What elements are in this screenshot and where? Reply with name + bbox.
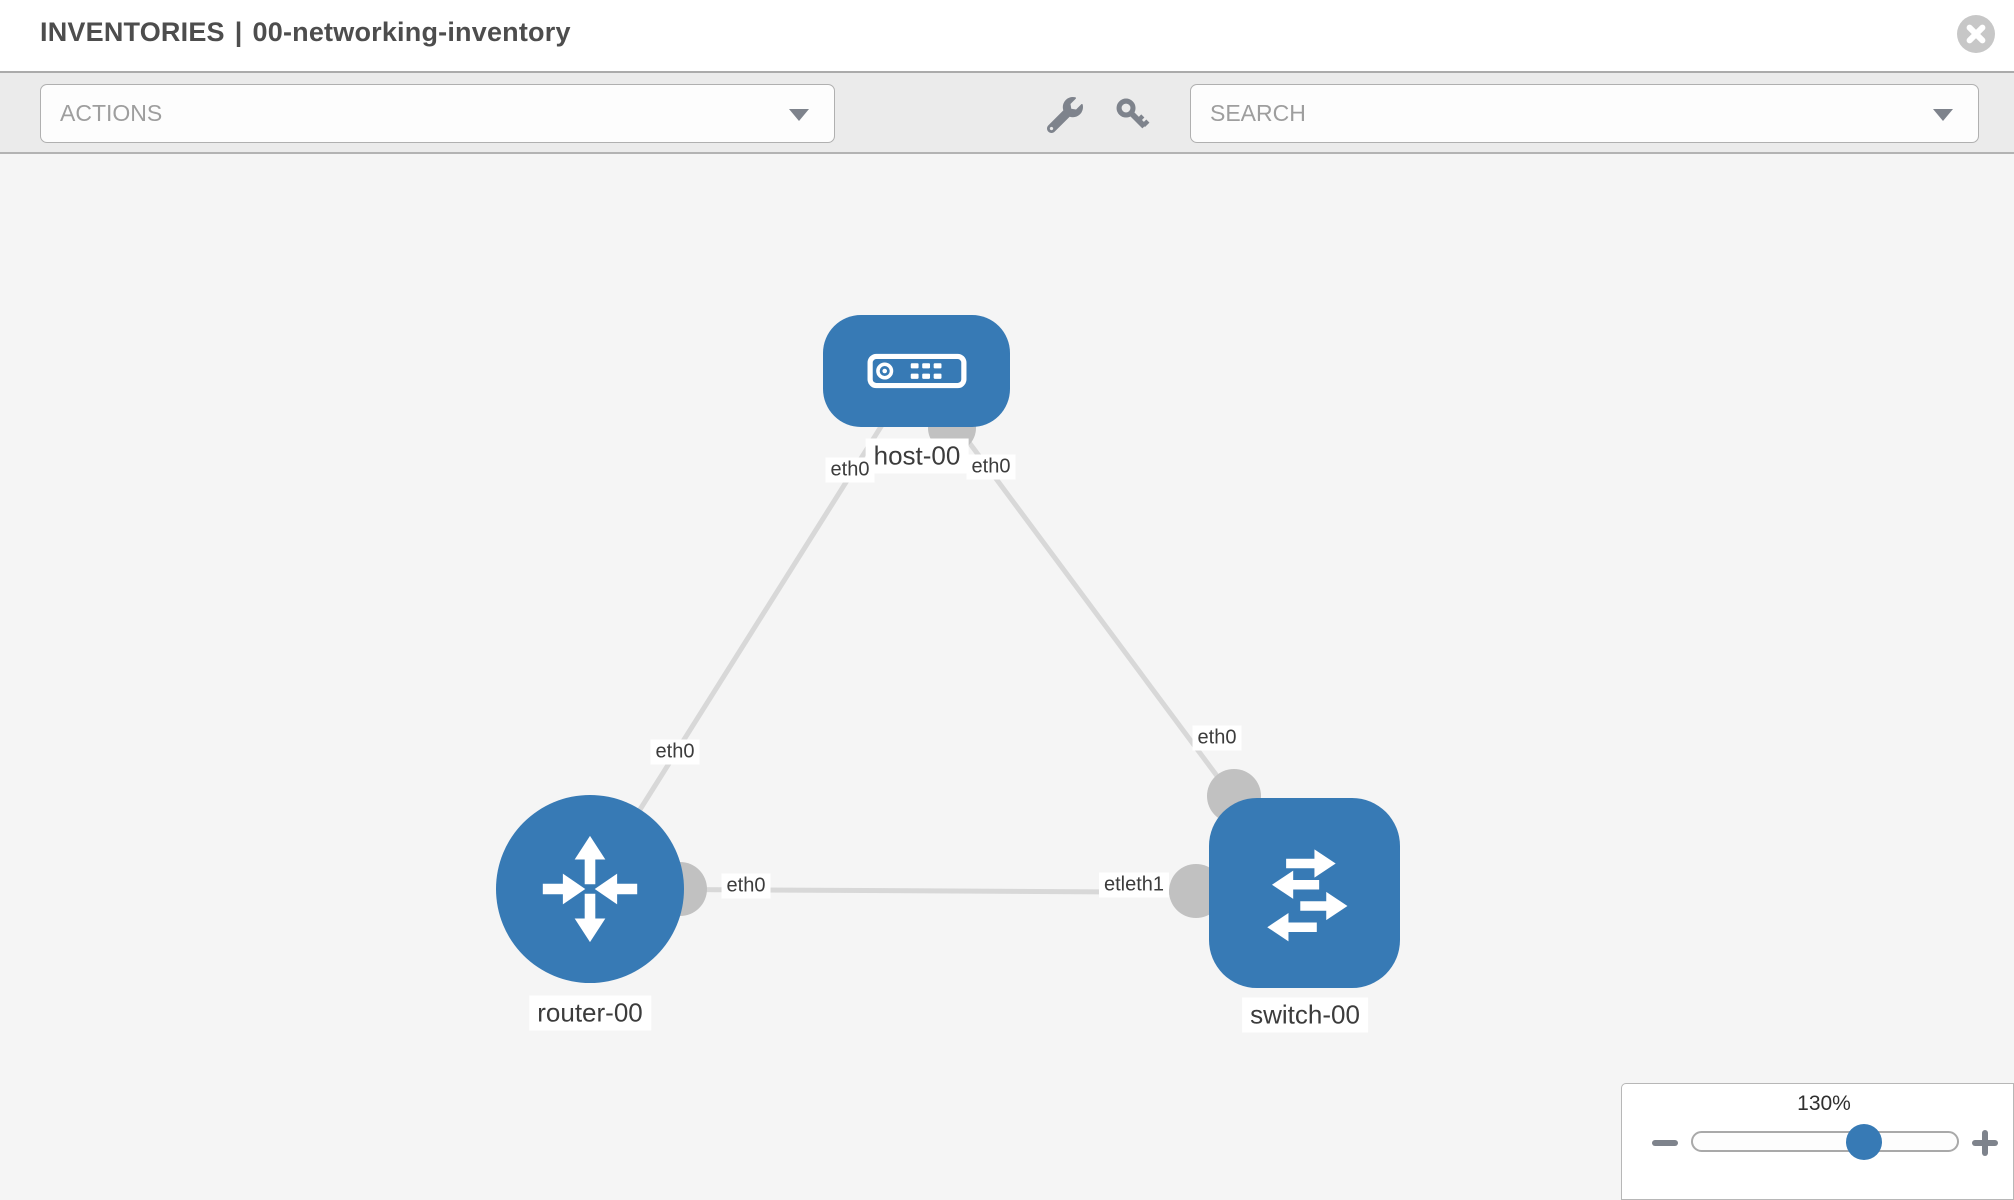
plus-icon [1982, 1130, 1988, 1156]
search-dropdown[interactable]: SEARCH [1190, 84, 1979, 143]
topology-canvas: host-00 router-00 switch-00 eth0 eth0 et… [0, 154, 2014, 1200]
chevron-down-icon [789, 109, 809, 121]
interface-label: eth0 [1192, 725, 1242, 751]
node-label-host: host-00 [865, 438, 969, 474]
actions-dropdown-label: ACTIONS [60, 100, 163, 126]
interface-label: eth0 [721, 873, 771, 899]
zoom-control-panel: 130% [1621, 1083, 2014, 1200]
zoom-slider-track[interactable] [1691, 1131, 1959, 1152]
tools-button[interactable] [1043, 95, 1087, 135]
close-icon [1966, 24, 1986, 44]
wrench-icon [1047, 97, 1083, 133]
node-switch-00[interactable] [1209, 798, 1400, 988]
search-dropdown-label: SEARCH [1210, 100, 1306, 126]
zoom-slider-handle[interactable] [1846, 1124, 1882, 1160]
node-label-switch: switch-00 [1242, 997, 1368, 1033]
links-layer [587, 369, 1307, 918]
page-title-separator: | [234, 17, 243, 47]
credentials-button[interactable] [1111, 95, 1155, 135]
interface-label: eth0 [825, 457, 875, 483]
toolbar: ACTIONS SEARCH [0, 71, 2014, 154]
actions-dropdown[interactable]: ACTIONS [40, 84, 835, 143]
key-icon [1116, 98, 1150, 129]
node-label-router: router-00 [529, 995, 651, 1031]
node-router-00[interactable] [496, 795, 684, 983]
switch-arrows-icon [1266, 849, 1347, 942]
page-title: INVENTORIES | 00-networking-inventory [40, 17, 571, 48]
link-host-router [587, 369, 919, 891]
router-arrows-icon [542, 835, 638, 943]
zoom-level-value: 130% [1797, 1092, 1851, 1115]
interface-label: eth0 [966, 454, 1016, 480]
interface-label: eth0 [650, 739, 700, 765]
header: INVENTORIES | 00-networking-inventory [0, 0, 2014, 71]
minus-icon [1652, 1140, 1678, 1146]
interface-label: etleth1 [1098, 872, 1170, 898]
page-title-inventory-name: 00-networking-inventory [252, 17, 571, 47]
close-button[interactable] [1957, 15, 1995, 53]
server-icon [867, 353, 966, 389]
zoom-in-button[interactable] [1968, 1126, 2002, 1160]
zoom-out-button[interactable] [1648, 1130, 1682, 1156]
page-title-section: INVENTORIES [40, 17, 225, 47]
chevron-down-icon [1933, 109, 1953, 121]
node-host-00[interactable] [823, 315, 1010, 427]
